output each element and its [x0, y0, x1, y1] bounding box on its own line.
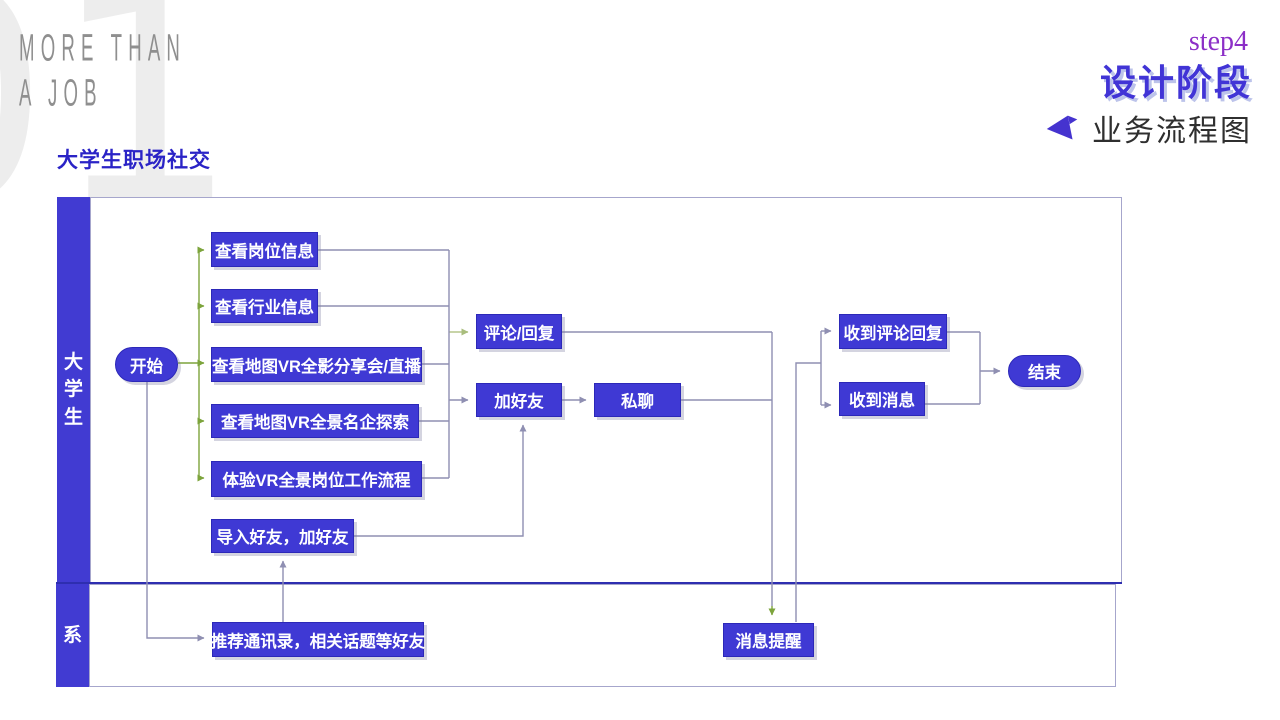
- flow-node-view-vr-company: 查看地图VR全景名企探索: [211, 404, 419, 438]
- flow-node-import-friends: 导入好友，加好友: [211, 519, 354, 553]
- flag-triangle-icon: [1042, 111, 1084, 145]
- flow-node-view-vr-share: 查看地图VR全影分享会/直播: [211, 347, 422, 382]
- section-header: 业务流程图: [1042, 106, 1252, 150]
- phase-title: 设计阶段: [1099, 62, 1252, 103]
- section-title: 业务流程图: [1092, 115, 1252, 148]
- lane-student-label: 大学生: [57, 197, 90, 583]
- flow-node-add-friend: 加好友: [476, 383, 562, 417]
- flow-node-msg-notify: 消息提醒: [723, 623, 814, 657]
- brand-text: MORE THAN A JOB: [19, 27, 187, 115]
- page-title: 大学生职场社交: [57, 149, 211, 172]
- flow-node-comment-reply: 评论/回复: [476, 314, 562, 349]
- flow-node-end: 结束: [1008, 355, 1081, 387]
- step-label: step4: [1188, 26, 1248, 57]
- flow-node-recv-comment: 收到评论回复: [839, 314, 947, 349]
- flow-node-recv-message: 收到消息: [839, 382, 925, 416]
- flow-node-view-job: 查看岗位信息: [211, 232, 318, 267]
- lane-system-label: 系: [56, 584, 89, 687]
- flow-node-view-industry: 查看行业信息: [211, 289, 318, 323]
- flow-node-try-vr-flow: 体验VR全景岗位工作流程: [211, 461, 422, 497]
- flow-node-start: 开始: [115, 347, 178, 382]
- flow-node-recommend: 推荐通讯录，相关话题等好友: [211, 622, 425, 657]
- lane-divider: [56, 582, 1122, 584]
- flow-node-private-chat: 私聊: [594, 383, 681, 417]
